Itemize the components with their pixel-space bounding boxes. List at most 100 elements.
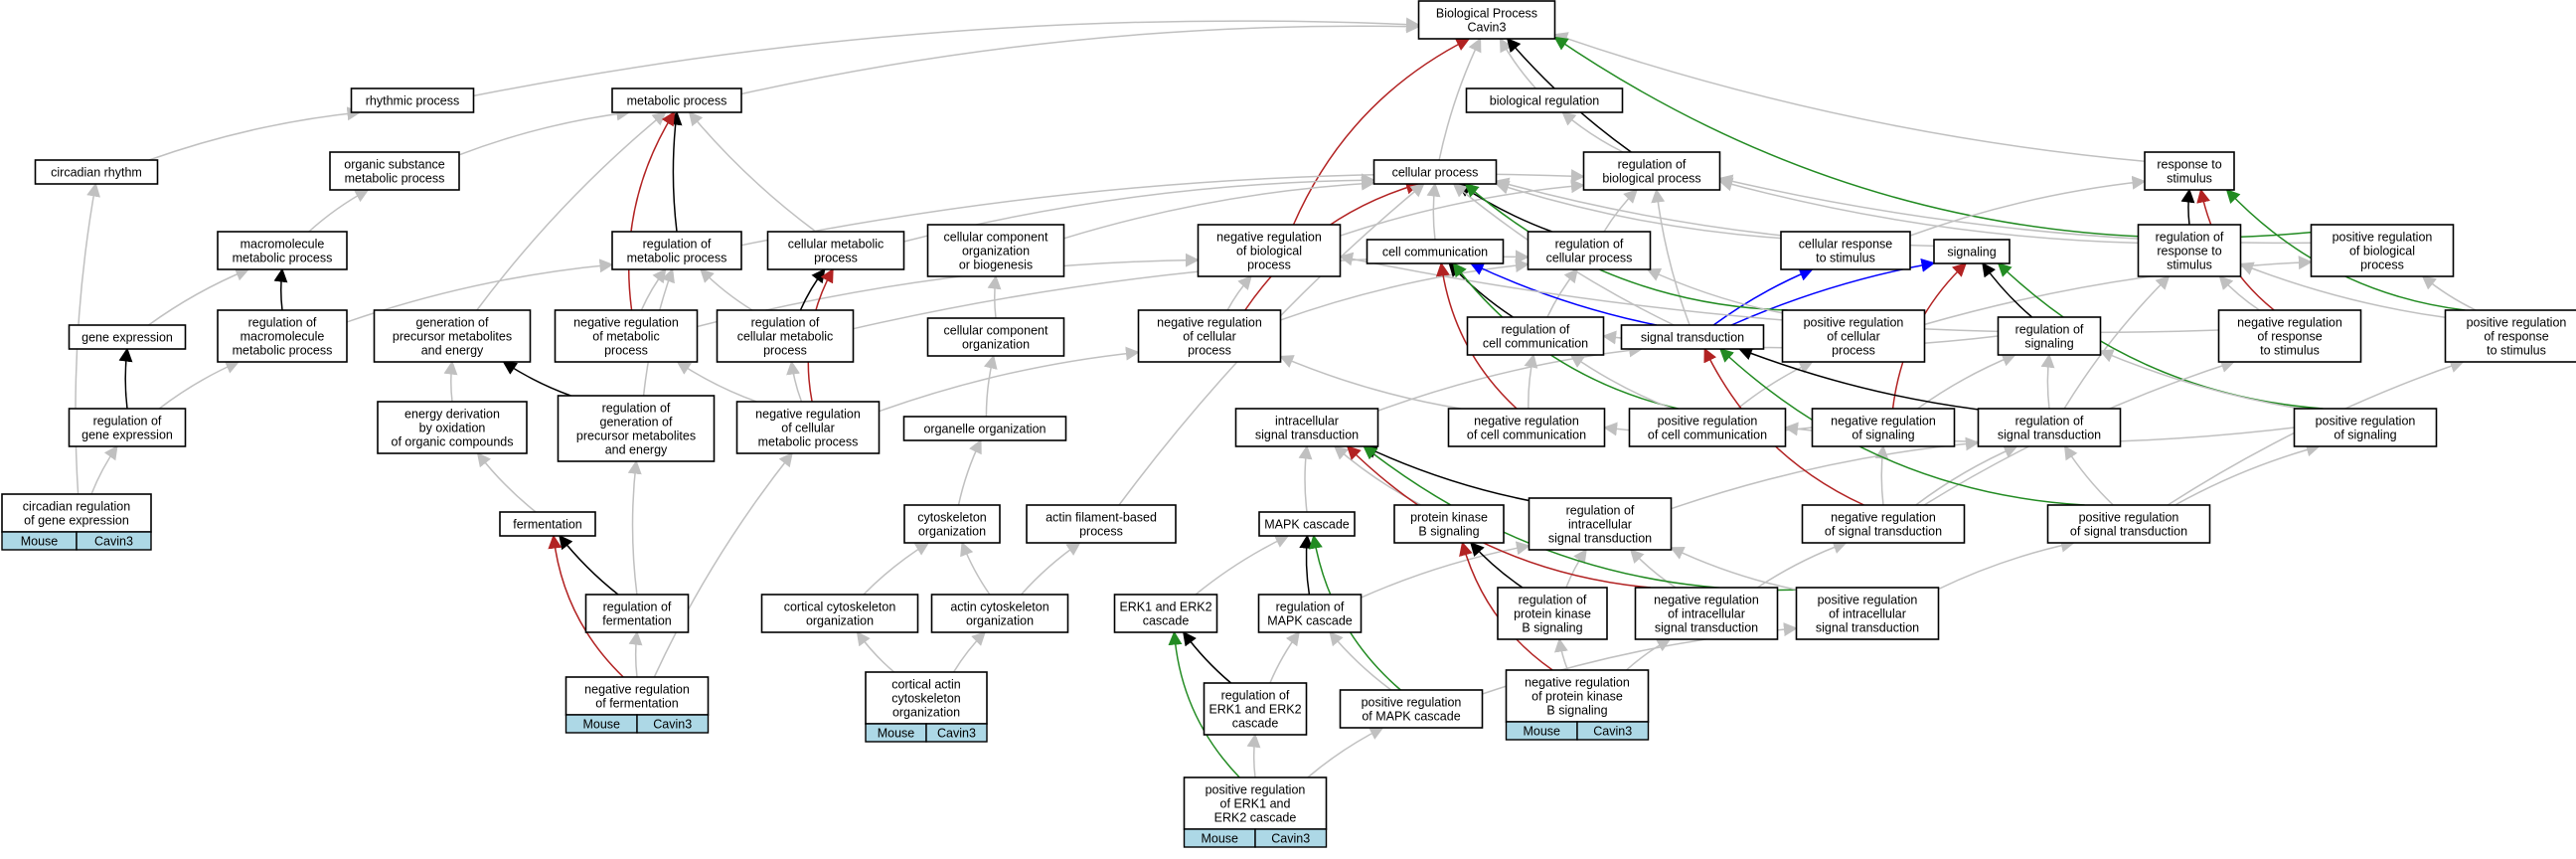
term-label-line: of intracellular — [1668, 606, 1745, 620]
term-label-line: process — [1832, 343, 1875, 357]
edge-pos_reg_cell_proc-to-pos_reg_bio — [1924, 256, 2313, 326]
annotation-gene-cell — [76, 531, 152, 551]
edge-sig_trans-to-reg_bio — [1651, 188, 1690, 326]
edge-actin_cytoskel-to-actin_fil — [1020, 542, 1081, 596]
term-label-line: of intracellular — [1829, 606, 1906, 620]
edge-gen_prec-to-metabolic — [476, 111, 667, 311]
term-label-line: Biological Process — [1436, 6, 1537, 20]
edge-pos_reg_intra-to-pos_reg_sig_trans — [1938, 538, 2075, 591]
term-node-cort-actin[interactable]: cortical actincytoskeletonorganizationMo… — [865, 671, 988, 743]
term-box — [930, 594, 1069, 633]
term-label-line: of protein kinase — [1531, 689, 1623, 703]
edge-pos_reg_mapk-to-reg_mapk — [1329, 630, 1392, 691]
term-label-line: organic substance — [344, 157, 445, 171]
term-label-line: fermentation — [602, 613, 672, 627]
term-label-line: to stimulus — [2487, 343, 2546, 357]
annotation-gene-label: Cavin3 — [1593, 724, 1632, 738]
term-node-gene-expr[interactable]: gene expression — [68, 324, 187, 350]
edge-pos_reg_resp-to-reg_resp — [2239, 261, 2446, 319]
term-node-sig-trans[interactable]: signal transduction — [1620, 324, 1765, 350]
term-box — [1417, 0, 1556, 40]
term-box — [611, 231, 742, 270]
edge-pos_reg_signaling-to-reg_signaling — [2099, 349, 2301, 410]
term-node-mapk[interactable]: MAPK cascade — [1258, 511, 1356, 537]
term-label-line: process — [1079, 524, 1123, 538]
edge-org_subst-to-metabolic — [458, 106, 631, 156]
term-node-cellular-process[interactable]: cellular process — [1372, 159, 1498, 185]
term-node-cell-comm[interactable]: cell communication — [1366, 239, 1505, 264]
term-label-line: negative regulation — [755, 407, 861, 421]
term-node-signaling[interactable]: signaling — [1933, 239, 2011, 264]
term-node-circadian-rhythm[interactable]: circadian rhythm — [34, 159, 159, 185]
edge-neg_reg_ferm-to-neg_reg_cell_metab — [653, 451, 793, 678]
edge-neg_reg_bio-to-bp — [1292, 38, 1471, 226]
term-node-fermentation[interactable]: fermentation — [499, 511, 596, 537]
term-node-organelle-org[interactable]: organelle organization — [902, 416, 1067, 441]
edge-reg_macro-to-macromol — [273, 267, 288, 311]
term-node-metabolic[interactable]: metabolic process — [611, 87, 742, 113]
term-node-rhythmic[interactable]: rhythmic process — [350, 87, 475, 113]
term-label-line: cellular response — [1799, 237, 1893, 251]
term-box — [1137, 309, 1282, 363]
term-label-line: regulation of — [1519, 593, 1587, 606]
term-node-bioreg[interactable]: biological regulation — [1465, 87, 1624, 113]
term-label-line: positive regulation — [1818, 593, 1918, 606]
edge-pos_reg_sig_trans-to-sig_trans — [1718, 348, 2085, 506]
term-label-line: protein kinase — [1410, 510, 1488, 524]
